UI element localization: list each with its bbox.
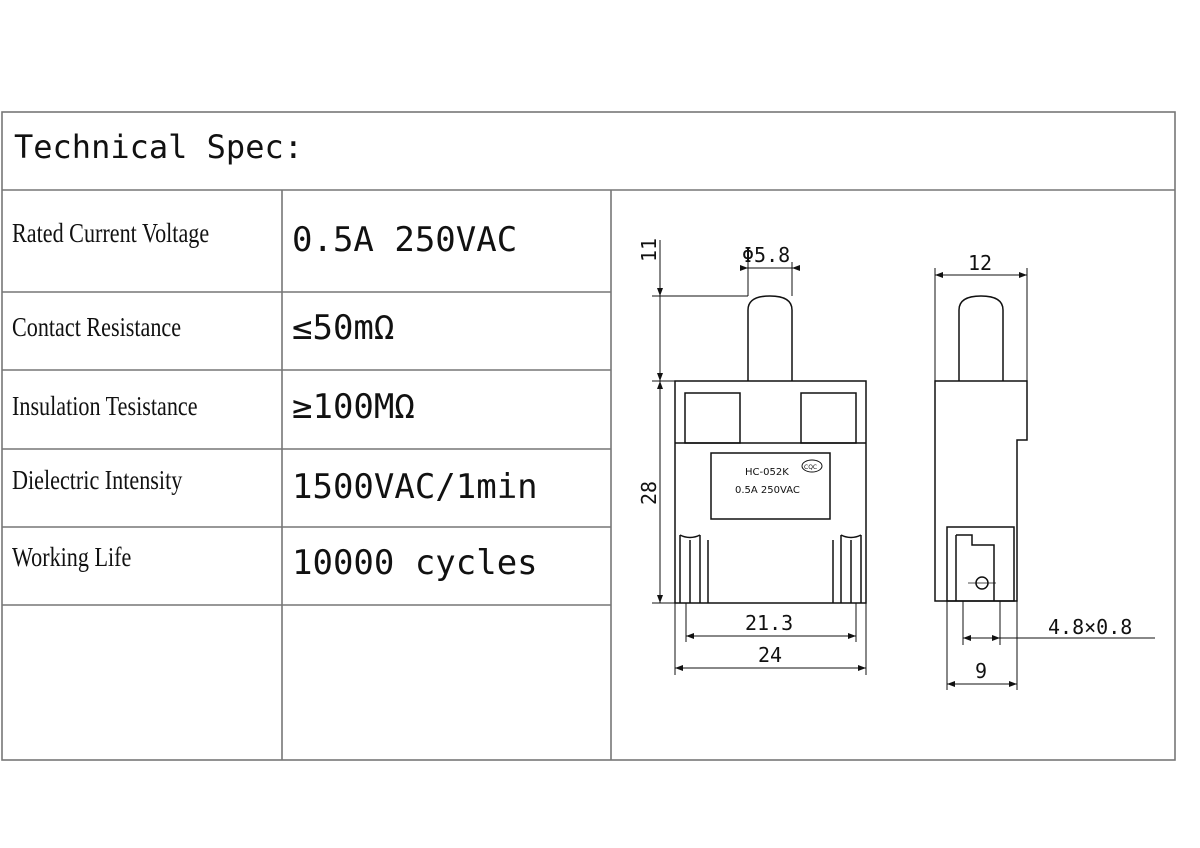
spec-label-dielectric-intensity: Dielectric Intensity [12, 465, 183, 495]
front-dimensions [652, 240, 867, 675]
spec-value-contact-resistance: ≤50mΩ [292, 308, 395, 348]
switch-front-view [674, 295, 867, 604]
leg-right [832, 534, 862, 603]
spec-value-insulation-resistance: ≥100MΩ [292, 387, 415, 427]
plate-rating-text: 0.5A 250VAC [735, 485, 800, 496]
plunger-side [958, 295, 1004, 381]
body-window-left [684, 392, 741, 444]
dim-phi-label: Φ5.8 [742, 243, 790, 267]
spec-title: Technical Spec: [14, 128, 303, 166]
cqc-mark-icon [801, 459, 823, 473]
spec-label-working-life: Working Life [12, 542, 132, 572]
spec-label-rated-current-voltage: Rated Current Voltage [12, 218, 210, 248]
plate-model-text: HC-052K [745, 467, 789, 478]
side-dimension-arrows [935, 272, 1027, 687]
dim-21-label: 21.3 [745, 611, 793, 635]
front-dimension-arrows [657, 265, 866, 671]
side-dimensions [934, 268, 1155, 690]
spec-label-insulation-resistance: Insulation Tesistance [12, 391, 198, 421]
dim-24-label: 24 [758, 643, 782, 667]
spec-label-contact-resistance: Contact Resistance [12, 312, 182, 342]
switch-body-side [934, 380, 1028, 602]
dim-12-label: 12 [968, 251, 992, 275]
table-outer-border [1, 111, 1176, 761]
switch-side-view [934, 295, 1028, 602]
spec-table-grid [1, 111, 1176, 761]
body-window-right [800, 392, 857, 444]
label-plate [710, 452, 831, 520]
terminal-housing [946, 526, 1015, 602]
leg-left [679, 534, 709, 603]
spec-value-working-life: 10000 cycles [292, 543, 538, 583]
terminal-blade [955, 534, 995, 601]
dim-11-label: 11 [637, 238, 661, 262]
cqc-mark-text: CQC [804, 464, 817, 471]
spec-value-rated-current-voltage: 0.5A 250VAC [292, 220, 518, 260]
dim-9-label: 9 [975, 659, 987, 683]
dim-terminal-label: 4.8×0.8 [1048, 615, 1132, 639]
switch-body-front [674, 380, 867, 604]
spec-value-dielectric-intensity: 1500VAC/1min [292, 467, 538, 507]
dim-28-label: 28 [637, 481, 661, 505]
plunger-front [747, 295, 793, 381]
